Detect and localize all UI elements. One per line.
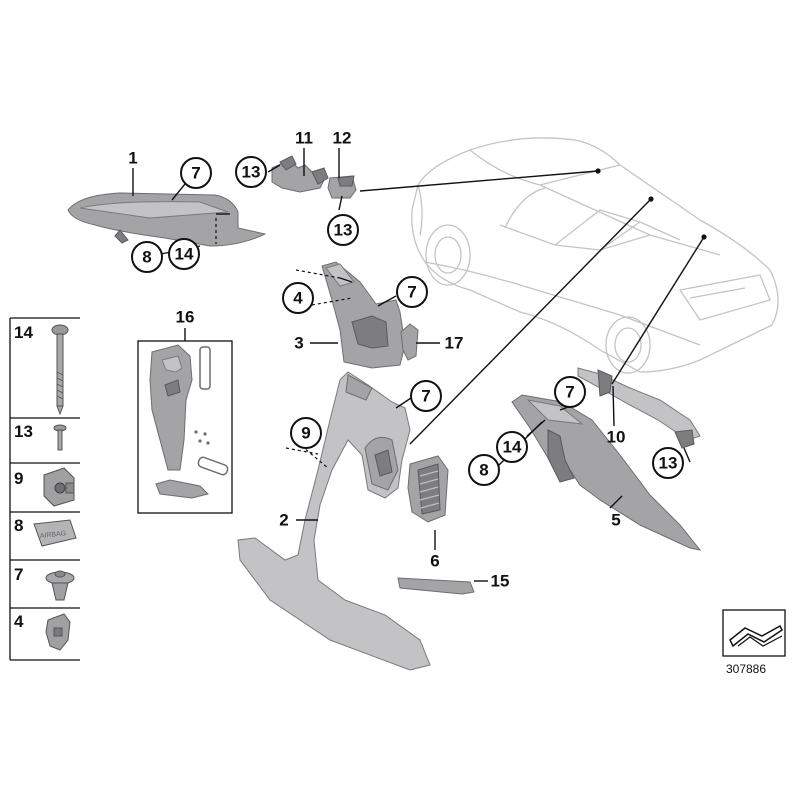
callout-circle-13a [235, 156, 267, 188]
part-number-2: 2 [279, 511, 288, 530]
callout-circle-8a [131, 241, 163, 273]
car-outline [411, 137, 779, 374]
callout-13a: 13 [242, 163, 261, 182]
legend-table [9, 317, 80, 661]
callout-14a: 14 [175, 245, 194, 264]
svg-text:AIRBAG: AIRBAG [39, 530, 66, 540]
legend-label-8: 8 [14, 516, 23, 535]
part-number-11: 11 [295, 129, 313, 148]
push-rivet-clip-icon [45, 570, 75, 601]
callout-7b: 7 [407, 283, 416, 302]
callout-8a: 8 [142, 248, 151, 267]
callout-circle-14a [168, 238, 200, 270]
upper-trim-part-3 [321, 261, 406, 369]
rail-part-10 [577, 367, 701, 449]
part-number-12: 12 [333, 129, 352, 148]
callout-circle-9 [290, 417, 322, 449]
trim-part-1 [67, 192, 267, 247]
pillar-trim-part-5 [511, 394, 702, 551]
rivet-pin-icon [53, 424, 67, 451]
part-number-5: 5 [611, 511, 620, 530]
legend-label-14: 14 [14, 323, 33, 342]
pillar-trim-part-2 [237, 371, 431, 671]
callout-circle-13c [652, 447, 684, 479]
callout-14b: 14 [503, 438, 522, 457]
legend-label-7: 7 [14, 565, 23, 584]
callout-13b: 13 [334, 221, 353, 240]
callout-7d: 7 [565, 383, 574, 402]
callout-circle-4 [282, 282, 314, 314]
callout-circle-7c [410, 380, 442, 412]
part-number-17: 17 [445, 334, 464, 353]
callout-9: 9 [301, 424, 310, 443]
kit-part-16 [137, 340, 233, 514]
hook-clip-icon [45, 613, 71, 651]
bracket-part-12 [327, 175, 357, 199]
navigation-arrow-box[interactable] [722, 609, 786, 657]
legend-label-4: 4 [14, 612, 24, 631]
callout-circle-7d [554, 376, 586, 408]
callout-4: 4 [293, 289, 303, 308]
legend-label-13: 13 [14, 422, 33, 441]
callout-7a: 7 [191, 164, 200, 183]
part-number-15: 15 [491, 572, 510, 591]
part-number-16: 16 [176, 308, 195, 327]
part-number-6: 6 [430, 552, 439, 571]
part-number-1: 1 [128, 149, 137, 168]
callout-circle-7b [396, 276, 428, 308]
part-number-3: 3 [294, 334, 303, 353]
legend-label-9: 9 [14, 469, 23, 488]
diagram-code: 307886 [726, 662, 766, 676]
callout-13c: 13 [659, 454, 678, 473]
callout-8b: 8 [479, 461, 488, 480]
bracket-part-11 [271, 155, 329, 193]
callout-7c: 7 [421, 387, 430, 406]
clip-part-17 [400, 323, 419, 361]
clip-nut-icon [43, 467, 75, 507]
airbag-badge-icon: AIRBAG [33, 519, 77, 547]
callout-circle-13b [327, 214, 359, 246]
callout-circle-7a [180, 157, 212, 189]
strap-part-15 [397, 577, 475, 595]
part-number-10: 10 [607, 428, 626, 447]
leader-lines [132, 148, 707, 582]
callout-circle-14b [496, 431, 528, 463]
vent-part-6 [407, 455, 449, 523]
callout-circle-8b [468, 454, 500, 486]
long-screw-icon [51, 324, 69, 416]
